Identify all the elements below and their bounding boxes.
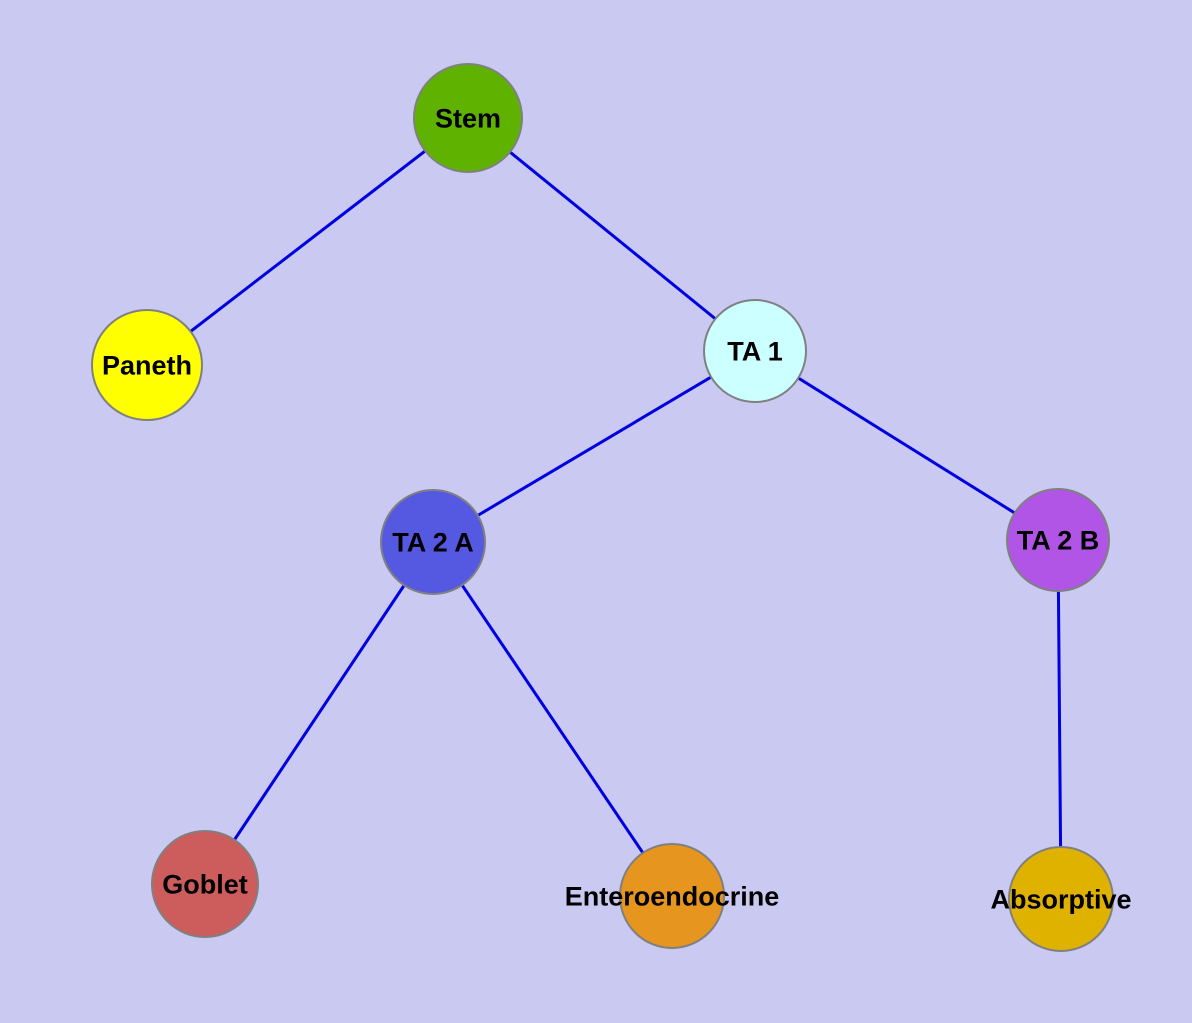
edge-stem-paneth — [146, 116, 469, 367]
node-stem[interactable] — [413, 63, 523, 173]
edge-ta1-ta2a — [432, 349, 756, 544]
edge-stem-ta1 — [467, 116, 756, 353]
node-ta2a[interactable] — [380, 489, 486, 595]
node-ta2b[interactable] — [1006, 488, 1110, 592]
edge-ta2b-absorptive — [1056, 539, 1063, 900]
node-group-stem: Stem — [413, 63, 523, 173]
node-ta1[interactable] — [703, 299, 807, 403]
node-enteroendocrine[interactable] — [619, 843, 725, 949]
node-group-paneth: Paneth — [91, 309, 203, 421]
edge-ta1-ta2b — [754, 349, 1059, 542]
node-group-ta1: TA 1 — [703, 299, 807, 403]
node-paneth[interactable] — [91, 309, 203, 421]
node-group-ta2a: TA 2 A — [380, 489, 486, 595]
node-group-ta2b: TA 2 B — [1006, 488, 1110, 592]
node-group-goblet: Goblet — [151, 830, 259, 938]
node-goblet[interactable] — [151, 830, 259, 938]
edge-ta2a-goblet — [203, 541, 435, 885]
edge-ta2a-enteroendocrine — [431, 541, 674, 897]
node-absorptive[interactable] — [1008, 846, 1114, 952]
